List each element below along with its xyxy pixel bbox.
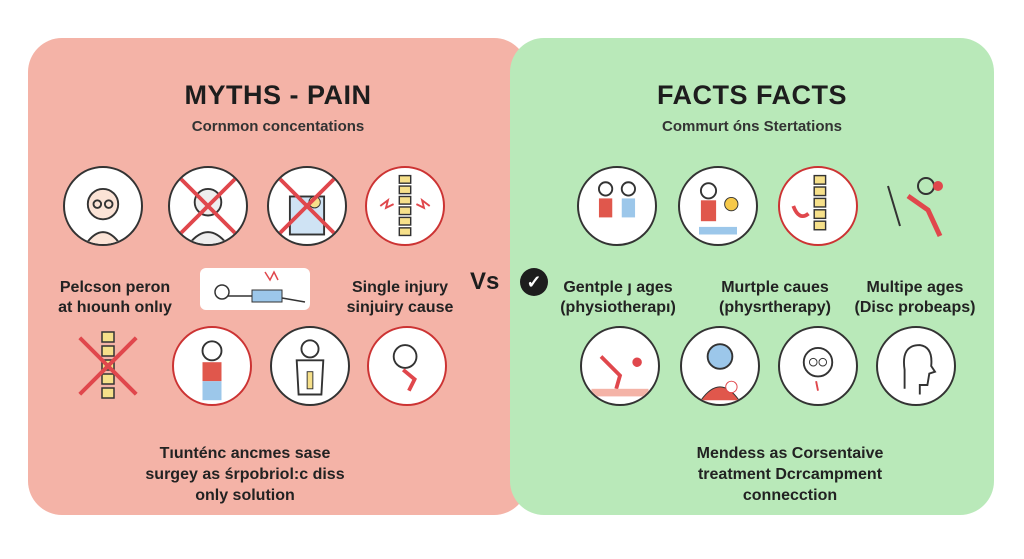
facts-subtitle: Commurt óns Stertations bbox=[661, 118, 842, 135]
woman-pain-icon bbox=[172, 326, 252, 406]
spine-pain-icon bbox=[365, 166, 445, 246]
physio-session-icon bbox=[678, 166, 758, 246]
vs-label: Vs bbox=[470, 268, 500, 295]
check-icon: ✓ bbox=[520, 268, 548, 296]
elderly-smiling-icon bbox=[778, 326, 858, 406]
physio-consult-icon bbox=[577, 166, 657, 246]
head-profile-icon bbox=[876, 326, 956, 406]
facts-panel: FACTS FACTS Commurt óns Stertations bbox=[510, 38, 994, 515]
crossed-spine-icon bbox=[267, 166, 347, 246]
crossed-person-icon bbox=[168, 166, 248, 246]
fact-label-1: Gentple ȷ ages(physiotherapı) bbox=[560, 279, 676, 316]
elderly-person-icon bbox=[63, 166, 143, 246]
facts-title: FACTS FACTS bbox=[656, 80, 847, 110]
crossed-spine-icon-2 bbox=[68, 326, 148, 406]
patient-icon bbox=[680, 326, 760, 406]
lying-person-icon bbox=[200, 268, 310, 310]
exercise-icon bbox=[878, 166, 958, 246]
fact-label-2: Murtple caues(physrtherapy) bbox=[718, 279, 832, 316]
fact-label-3: Multipe ages(Disc probeaps) bbox=[854, 279, 976, 316]
myths-title: MYTHS - PAIN bbox=[184, 80, 372, 110]
stretch-icon bbox=[580, 326, 660, 406]
spine-treatment-icon bbox=[778, 166, 858, 246]
back-pain-icon bbox=[270, 326, 350, 406]
myths-subtitle: Cornmon concentations bbox=[191, 118, 365, 135]
neck-pain-icon bbox=[367, 326, 447, 406]
